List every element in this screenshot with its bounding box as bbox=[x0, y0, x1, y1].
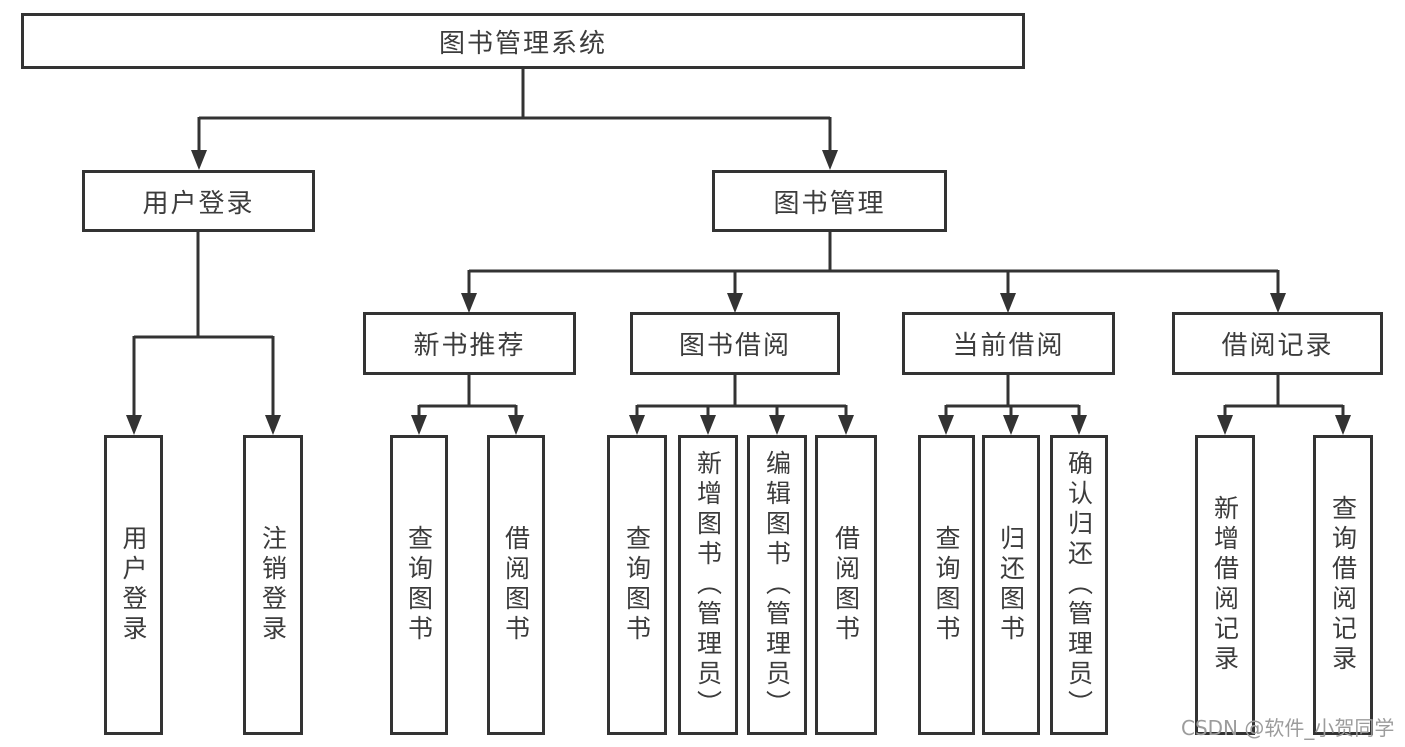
arrowhead bbox=[461, 293, 477, 313]
node-new-book-recommend: 新书推荐 bbox=[363, 312, 576, 375]
arrowhead bbox=[700, 415, 716, 435]
arrowhead bbox=[629, 415, 645, 435]
leaf-return-book: 归还图书 bbox=[982, 435, 1040, 735]
arrowhead bbox=[1217, 415, 1233, 435]
arrowhead bbox=[727, 293, 743, 313]
arrowhead bbox=[1071, 415, 1087, 435]
connector-leaf-drops bbox=[417, 405, 1345, 417]
leaf-borrow-book-2: 借阅图书 bbox=[815, 435, 877, 735]
arrowhead bbox=[265, 415, 281, 435]
arrowhead bbox=[191, 150, 207, 170]
node-user-login: 用户登录 bbox=[82, 170, 315, 232]
leaf-query-book-3: 查询图书 bbox=[918, 435, 975, 735]
leaf-add-borrow-record: 新增借阅记录 bbox=[1195, 435, 1255, 735]
arrowhead bbox=[1335, 415, 1351, 435]
arrowhead bbox=[822, 150, 838, 170]
arrowhead bbox=[938, 415, 954, 435]
node-book-management: 图书管理 bbox=[712, 170, 947, 232]
leaf-borrow-book-1: 借阅图书 bbox=[487, 435, 545, 735]
arrowhead bbox=[1003, 415, 1019, 435]
node-borrow-record: 借阅记录 bbox=[1172, 312, 1383, 375]
arrowhead bbox=[508, 415, 524, 435]
node-book-borrow: 图书借阅 bbox=[630, 312, 840, 375]
csdn-watermark: CSDN @软件_小贺同学 bbox=[1181, 716, 1395, 740]
node-current-borrow: 当前借阅 bbox=[902, 312, 1115, 375]
node-root-system: 图书管理系统 bbox=[21, 13, 1025, 69]
arrowhead bbox=[1000, 293, 1016, 313]
arrowhead bbox=[1270, 293, 1286, 313]
leaf-query-borrow-record: 查询借阅记录 bbox=[1313, 435, 1373, 735]
leaf-logout: 注销登录 bbox=[243, 435, 303, 735]
arrowheads bbox=[126, 150, 1351, 435]
leaf-add-book-admin: 新增图书（管理员） bbox=[678, 435, 738, 735]
leaf-confirm-return-admin: 确认归还（管理员） bbox=[1050, 435, 1108, 735]
leaf-edit-book-admin: 编辑图书（管理员） bbox=[747, 435, 807, 735]
arrowhead bbox=[769, 415, 785, 435]
leaf-query-book-2: 查询图书 bbox=[607, 435, 667, 735]
leaf-user-login: 用户登录 bbox=[104, 435, 163, 735]
leaf-query-book-1: 查询图书 bbox=[390, 435, 448, 735]
arrowhead bbox=[126, 415, 142, 435]
arrowhead bbox=[411, 415, 427, 435]
arrowhead bbox=[838, 415, 854, 435]
